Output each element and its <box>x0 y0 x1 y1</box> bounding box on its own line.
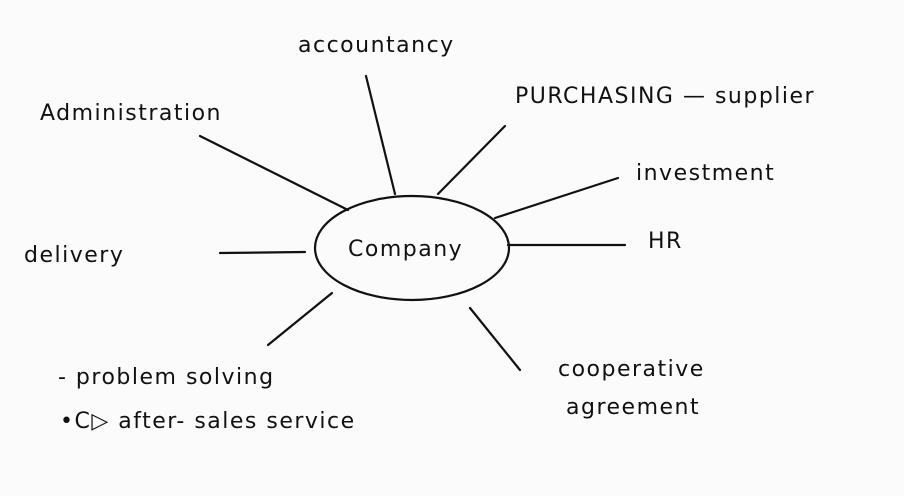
connector-problem-solving <box>266 291 334 347</box>
branch-hr: HR <box>648 229 683 254</box>
connector-cooperative <box>468 306 522 372</box>
branch-cooperative-line2: agreement <box>566 395 700 420</box>
center-ellipse <box>313 194 511 302</box>
branch-problem-solving: - problem solving <box>58 365 275 390</box>
branch-cooperative-line1: cooperative <box>558 357 705 382</box>
connector-delivery <box>218 250 307 255</box>
branch-purchasing: PURCHASING — supplier <box>515 84 815 109</box>
connector-accountancy <box>364 74 397 196</box>
branch-investment: investment <box>636 161 775 186</box>
center-label: Company <box>348 237 463 262</box>
branch-administration: Administration <box>40 101 222 126</box>
branch-after-sales: •C▷ after- sales service <box>60 409 356 434</box>
connector-investment <box>493 176 620 220</box>
branch-delivery: delivery <box>24 243 124 268</box>
connector-administration <box>198 134 350 212</box>
branch-accountancy: accountancy <box>298 33 455 58</box>
connector-purchasing <box>436 124 507 196</box>
